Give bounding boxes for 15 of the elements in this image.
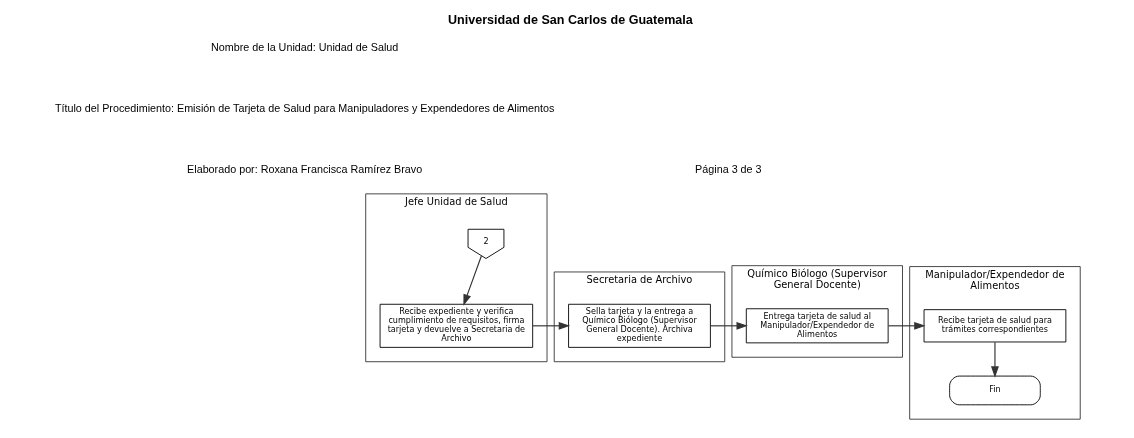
node-box: Entrega tarjeta de salud al Manipulador/Expendedor de Alimentos (745, 308, 889, 344)
arrow (710, 321, 748, 330)
node-box: Sella tarjeta y la entrega a Químico Biólogo (Supervisor General Docente). Archiva expediente (568, 303, 711, 348)
label: Página 3 de 3 (695, 163, 762, 176)
arrow (991, 341, 999, 378)
node-box: Recibe tarjeta de salud para trámites correspondientes (923, 309, 1067, 343)
node-box: Fin (949, 375, 1041, 406)
arrow (532, 321, 571, 330)
label: Elaborado por: Roxana Francisca Ramírez Bravo (187, 163, 423, 176)
diagram-title: Universidad de San Carlos de Guatemala (448, 13, 693, 28)
label: Título del Procedimiento: Emisión de Tarjeta de Salud para Manipuladores y Expendedores de Alimentos (54, 102, 555, 115)
node-box: Recibe expediente y verifica cumplimiento de requisitos, firma tarjeta y devuelve a Secretaria de Archivo (379, 303, 534, 348)
label: Nombre de la Unidad: Unidad de Salud (211, 41, 399, 54)
arrow (463, 255, 482, 306)
arrow (887, 321, 926, 330)
